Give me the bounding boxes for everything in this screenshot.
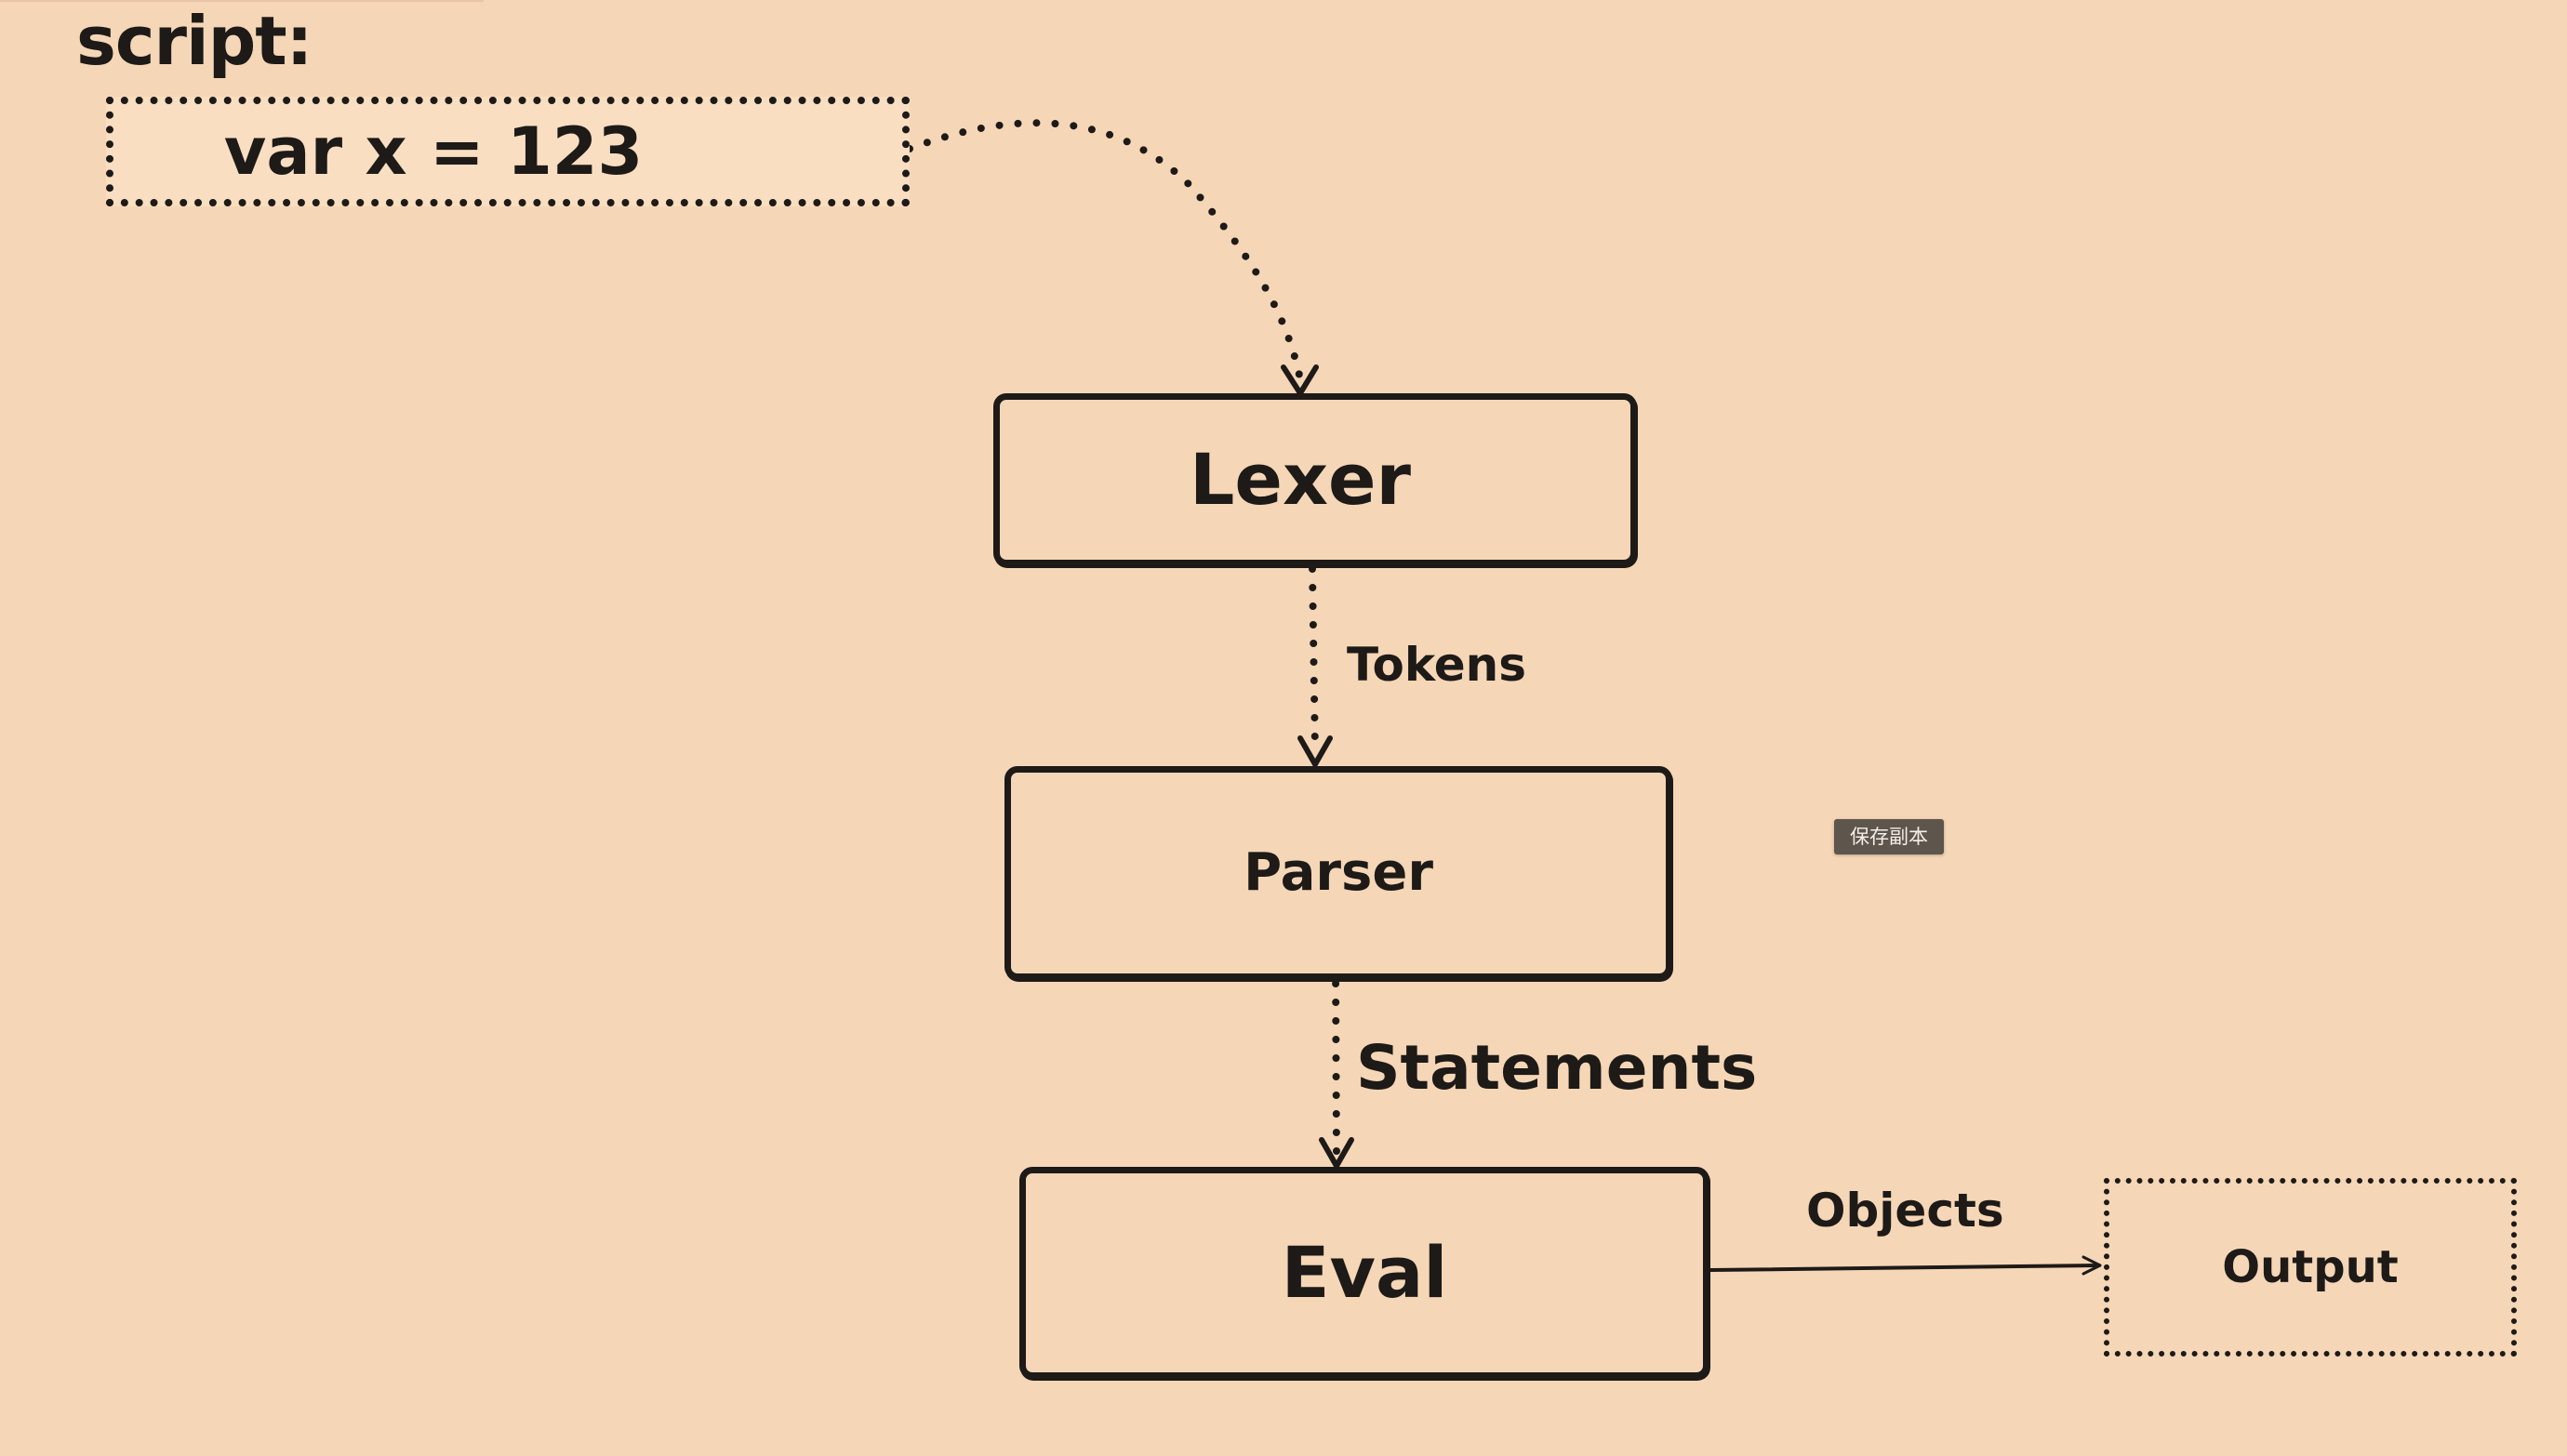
output-node[interactable]: Output <box>2104 1178 2517 1357</box>
tokens-edge-label: Tokens <box>1347 638 1526 692</box>
parser-to-eval-arrow <box>1332 961 1340 1157</box>
statements-edge-label: Statements <box>1356 1032 1758 1104</box>
eval-node[interactable]: Eval <box>1019 1167 1709 1379</box>
eval-to-output-arrowhead <box>2082 1255 2102 1276</box>
parser-label: Parser <box>1244 842 1433 903</box>
parser-to-eval-arrowhead <box>1319 1137 1354 1169</box>
lexer-label: Lexer <box>1189 438 1412 521</box>
lexer-node[interactable]: Lexer <box>993 393 1637 566</box>
lexer-to-parser-arrowhead <box>1297 735 1333 767</box>
script-code-box[interactable]: var x = 123 <box>106 97 910 206</box>
eval-to-output-arrow <box>1708 1264 2101 1272</box>
top-edge-line <box>0 0 484 2</box>
output-label: Output <box>2222 1241 2399 1293</box>
script-to-lexer-arrow <box>906 119 1304 383</box>
lexer-to-parser-arrow <box>1309 565 1319 755</box>
script-label: script: <box>76 2 313 80</box>
save-copy-tooltip[interactable]: 保存副本 <box>1834 819 1944 854</box>
objects-edge-label: Objects <box>1806 1184 2004 1238</box>
script-code-text: var x = 123 <box>223 113 644 190</box>
eval-label: Eval <box>1281 1231 1448 1314</box>
parser-node[interactable]: Parser <box>1004 766 1672 980</box>
